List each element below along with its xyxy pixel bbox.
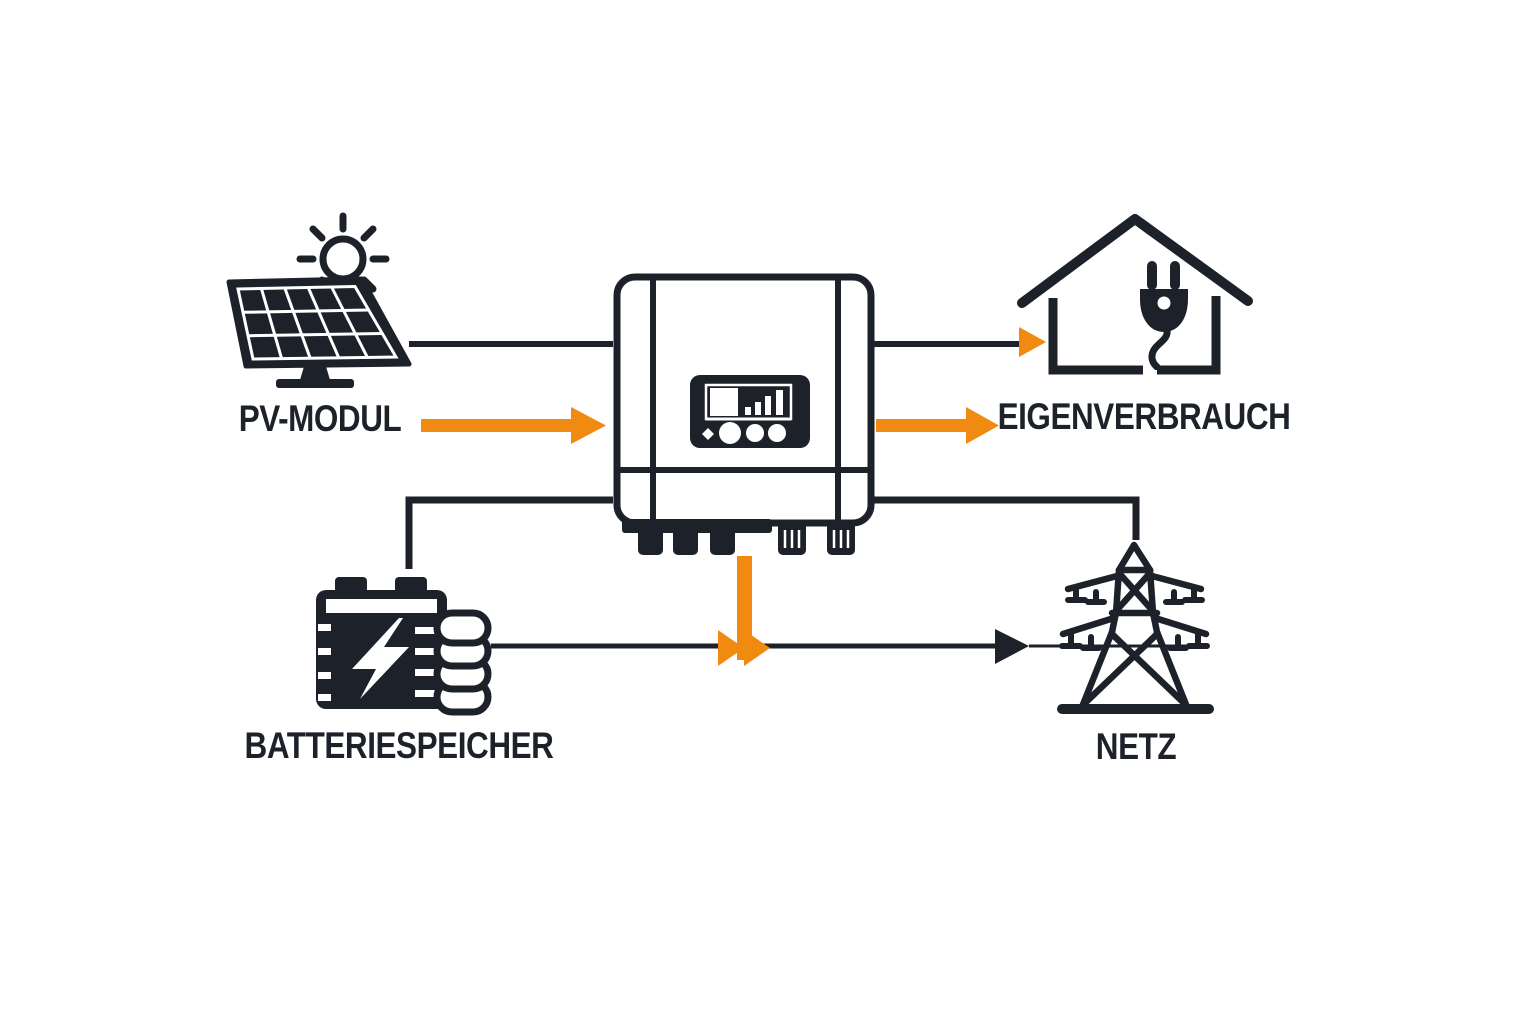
inverter-display-icon xyxy=(613,273,875,555)
solar-panel-sun-icon xyxy=(226,212,412,388)
self-consumption-label: EIGENVERBRAUCH xyxy=(997,396,1291,437)
orange-arrow-inverter-to-house xyxy=(876,407,999,444)
lightning-bolt-icon xyxy=(352,618,409,699)
lower-insulators xyxy=(1059,631,1210,651)
pv-module-label: PV-MODUL xyxy=(238,398,402,439)
orange-arrowhead-to-house xyxy=(1019,327,1046,357)
plug-icon xyxy=(1140,261,1188,371)
upper-insulators xyxy=(1065,587,1205,605)
grid-label: NETZ xyxy=(1095,726,1177,767)
solar-panel xyxy=(226,276,412,388)
battery-storage-label: BATTERIESPEICHER xyxy=(244,725,554,766)
orange-arrow-inverter-down xyxy=(718,556,770,666)
line-inverter-to-grid xyxy=(871,496,1140,540)
orange-arrow-pv-to-inverter xyxy=(421,407,606,444)
battery-fins xyxy=(433,609,492,716)
inverter-screen xyxy=(690,375,810,448)
inverter-terminals xyxy=(622,519,855,555)
line-inverter-to-battery xyxy=(405,496,613,569)
house-plug-icon xyxy=(1017,214,1253,375)
orange-flow-arrows xyxy=(421,407,999,666)
transmission-tower-icon xyxy=(1057,541,1214,714)
connection-lines xyxy=(405,327,1208,664)
battery-lightning-icon xyxy=(316,577,492,716)
black-arrowhead-to-grid xyxy=(995,629,1029,664)
